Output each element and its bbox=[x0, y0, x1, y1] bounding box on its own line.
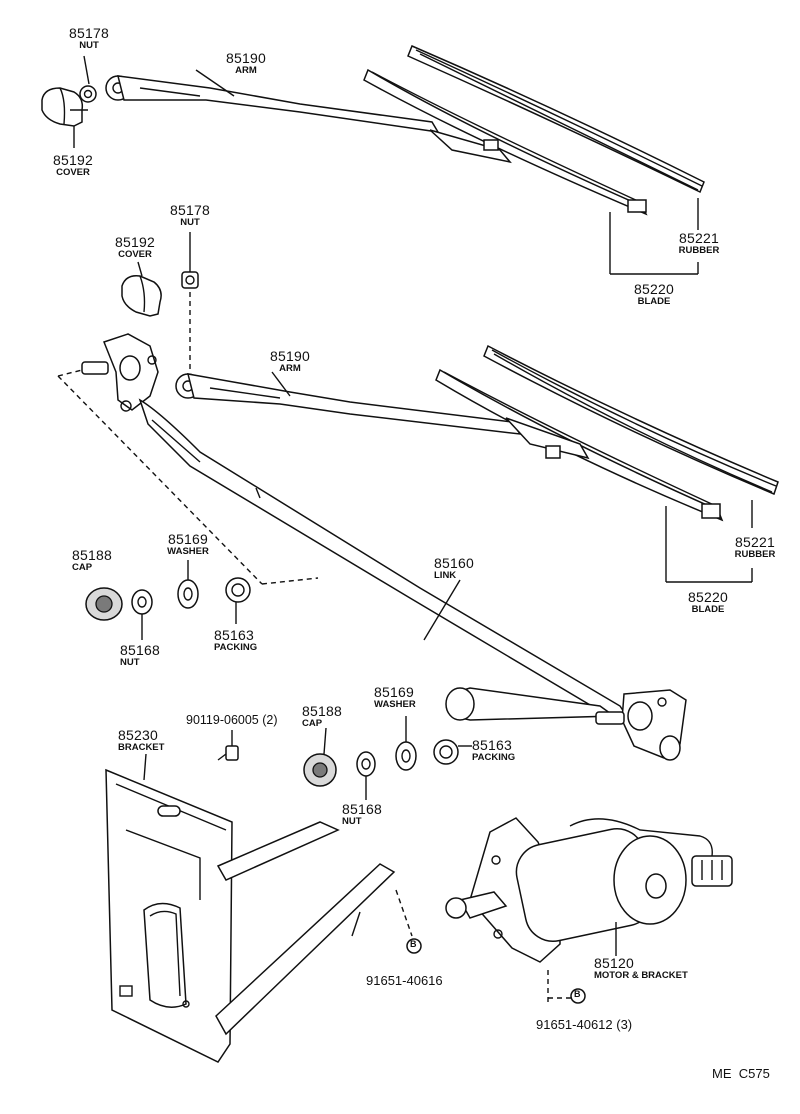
label-cover-85192-top: 85192 COVER bbox=[48, 153, 98, 178]
label-cap-85188-right: 85188 CAP bbox=[302, 704, 352, 729]
part-number: 85188 bbox=[302, 703, 342, 719]
washer-left-part bbox=[177, 579, 199, 609]
part-number: 85163 bbox=[214, 627, 254, 643]
motor-part bbox=[445, 817, 733, 963]
part-name: COVER bbox=[56, 167, 90, 178]
part-name: CAP bbox=[72, 562, 93, 573]
cap-right-part bbox=[303, 753, 337, 787]
part-name: PACKING bbox=[472, 752, 516, 763]
part-number: 85192 bbox=[115, 234, 155, 250]
rubber-top-part bbox=[407, 45, 705, 194]
label-blade-85220-mid: 85220 BLADE bbox=[684, 590, 732, 615]
part-number: 85163 bbox=[472, 737, 512, 753]
label-washer-85169-right: 85169 WASHER bbox=[374, 685, 430, 710]
part-number: 85220 bbox=[634, 281, 674, 297]
part-name: NUT bbox=[79, 40, 99, 51]
label-link-85160: 85160 LINK bbox=[434, 556, 484, 581]
label-packing-85163-left: 85163 PACKING bbox=[214, 628, 274, 653]
label-nut-85178-mid: 85178 NUT bbox=[166, 203, 214, 228]
part-number: 85221 bbox=[735, 534, 775, 550]
part-number: 85188 bbox=[72, 547, 112, 563]
label-motor-85120: 85120 MOTOR & BRACKET bbox=[594, 956, 734, 981]
label-bracket-85230: 85230 BRACKET bbox=[118, 728, 176, 753]
part-number: 85221 bbox=[679, 230, 719, 246]
part-number: 85190 bbox=[270, 348, 310, 364]
bolt-b-marker: B bbox=[574, 989, 581, 999]
part-name: NUT bbox=[120, 657, 140, 668]
part-number: 85230 bbox=[118, 727, 158, 743]
pivot-right-part bbox=[445, 687, 687, 761]
part-name: CAP bbox=[302, 718, 323, 729]
figure-code: ME C575 bbox=[712, 1066, 770, 1081]
bolt-b-marker: B bbox=[410, 939, 417, 949]
part-number: 85178 bbox=[69, 25, 109, 41]
part-name: NUT bbox=[180, 217, 200, 228]
part-name: NUT bbox=[342, 816, 362, 827]
part-number: 85168 bbox=[120, 642, 160, 658]
label-arm-85190-mid: 85190 ARM bbox=[266, 349, 314, 374]
bolt-90119-part bbox=[217, 730, 239, 761]
part-number: 85178 bbox=[170, 202, 210, 218]
part-name: ARM bbox=[235, 65, 257, 76]
part-name: COVER bbox=[118, 249, 152, 260]
label-blade-85220-top: 85220 BLADE bbox=[630, 282, 678, 307]
pivot-left-part bbox=[81, 333, 159, 412]
label-arm-85190-top: 85190 ARM bbox=[222, 51, 270, 76]
blade-top-part bbox=[363, 68, 648, 216]
link-part bbox=[138, 398, 630, 719]
label-nut-85178-top: 85178 NUT bbox=[66, 26, 112, 51]
label-bolt-91651-40616: 91651-40616 bbox=[366, 973, 443, 988]
part-number: 85192 bbox=[53, 152, 93, 168]
bracket-part bbox=[105, 753, 396, 1063]
part-name: BLADE bbox=[637, 296, 671, 307]
part-number: 85160 bbox=[434, 555, 474, 571]
label-cover-85192-mid: 85192 COVER bbox=[110, 235, 160, 260]
arm-top-part bbox=[105, 69, 440, 133]
part-number: 85169 bbox=[374, 684, 414, 700]
nut-mid-part bbox=[181, 271, 199, 289]
part-number: 85190 bbox=[226, 50, 266, 66]
arm-mid-part bbox=[175, 371, 522, 435]
part-name: RUBBER bbox=[678, 245, 720, 256]
cap-left-part bbox=[85, 587, 123, 621]
part-name: LINK bbox=[434, 570, 457, 581]
label-bolt-91651-40612: 91651-40612 (3) bbox=[536, 1017, 633, 1032]
label-nut-85168-left: 85168 NUT bbox=[120, 643, 168, 668]
label-washer-85169-left: 85169 WASHER bbox=[160, 532, 216, 557]
label-nut-85168-right: 85168 NUT bbox=[342, 802, 390, 827]
part-number: 85220 bbox=[688, 589, 728, 605]
rubber-mid-part bbox=[483, 344, 779, 496]
part-number: 85168 bbox=[342, 801, 382, 817]
part-name: MOTOR & BRACKET bbox=[594, 970, 688, 981]
part-name: RUBBER bbox=[734, 549, 776, 560]
cover-top-part bbox=[41, 87, 84, 127]
cover-mid-part bbox=[121, 274, 162, 317]
part-number: 85120 bbox=[594, 955, 634, 971]
washer-right-part bbox=[395, 741, 417, 771]
part-name: WASHER bbox=[167, 546, 209, 557]
nut-top-part bbox=[79, 85, 97, 103]
part-name: ARM bbox=[279, 363, 301, 374]
part-name: PACKING bbox=[214, 642, 258, 653]
label-bolt-90119: 90119-06005 (2) bbox=[186, 713, 278, 727]
label-packing-85163-right: 85163 PACKING bbox=[472, 738, 532, 763]
part-name: BLADE bbox=[691, 604, 725, 615]
part-name: BRACKET bbox=[118, 742, 165, 753]
nut-left-part bbox=[131, 589, 153, 615]
packing-left-part bbox=[225, 577, 251, 603]
label-rubber-85221-top: 85221 RUBBER bbox=[672, 231, 726, 256]
label-rubber-85221-mid: 85221 RUBBER bbox=[728, 535, 782, 560]
nut-right-part bbox=[356, 751, 376, 777]
part-number: 85169 bbox=[168, 531, 208, 547]
part-name: WASHER bbox=[374, 699, 416, 710]
packing-right-part bbox=[433, 739, 459, 765]
label-cap-85188-left: 85188 CAP bbox=[72, 548, 118, 573]
blade-mid-part bbox=[435, 368, 724, 522]
